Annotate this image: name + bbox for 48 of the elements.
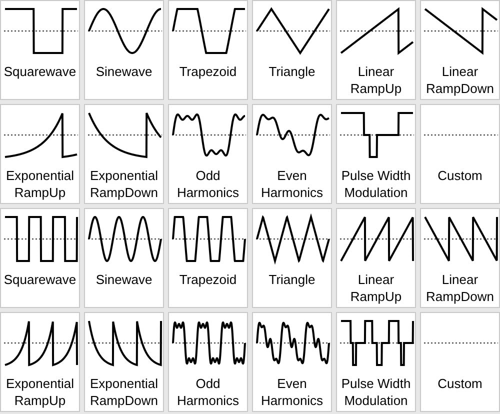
waveform-label: Custom <box>436 167 484 184</box>
waveform-label: Even Harmonics <box>260 167 324 201</box>
waveform-label: Exponential RampDown <box>89 167 159 201</box>
waveform-tile <box>252 312 332 412</box>
waveform-tile <box>420 104 500 204</box>
waveform-label: Pulse Width Modulation <box>340 167 412 201</box>
waveform-tile <box>84 312 164 412</box>
waveform-label: Triangle <box>268 63 316 80</box>
waveform-tile <box>420 312 500 412</box>
waveform-label: Trapezoid <box>178 271 238 288</box>
waveform-label: Linear RampUp <box>349 271 403 305</box>
waveform-label: Exponential RampUp <box>5 167 75 201</box>
waveform-tile <box>252 0 332 100</box>
waveform-tile <box>252 208 332 308</box>
waveform-label: Sinewave <box>94 271 154 288</box>
waveform-tile <box>168 312 248 412</box>
waveform-tile <box>0 208 80 308</box>
waveform-label: Odd Harmonics <box>176 375 240 409</box>
waveform-tile <box>336 208 416 308</box>
waveform-label: Pulse Width Modulation <box>340 375 412 409</box>
waveform-tile <box>0 104 80 204</box>
waveform-label: Linear RampDown <box>425 63 495 97</box>
waveform-label: Custom <box>436 375 484 392</box>
waveform-label: Odd Harmonics <box>176 167 240 201</box>
waveform-label: Squarewave <box>3 271 77 288</box>
waveform-tile <box>420 208 500 308</box>
waveform-label: Linear RampDown <box>425 271 495 305</box>
waveform-tile <box>336 312 416 412</box>
waveform-label: Squarewave <box>3 63 77 80</box>
waveform-tile <box>336 0 416 100</box>
waveform-label: Sinewave <box>94 63 154 80</box>
waveform-tile <box>168 208 248 308</box>
waveform-tile <box>168 104 248 204</box>
waveform-label: Even Harmonics <box>260 375 324 409</box>
waveform-label: Linear RampUp <box>349 63 403 97</box>
waveform-label: Exponential RampDown <box>89 375 159 409</box>
waveform-tile <box>168 0 248 100</box>
waveform-tile <box>84 208 164 308</box>
waveform-tile <box>0 312 80 412</box>
waveform-tile <box>0 0 80 100</box>
waveform-label: Trapezoid <box>178 63 238 80</box>
waveform-tile <box>84 104 164 204</box>
waveform-tile <box>420 0 500 100</box>
waveform-tile <box>336 104 416 204</box>
waveform-label: Triangle <box>268 271 316 288</box>
waveform-tile <box>84 0 164 100</box>
waveform-tile <box>252 104 332 204</box>
waveform-label: Exponential RampUp <box>5 375 75 409</box>
